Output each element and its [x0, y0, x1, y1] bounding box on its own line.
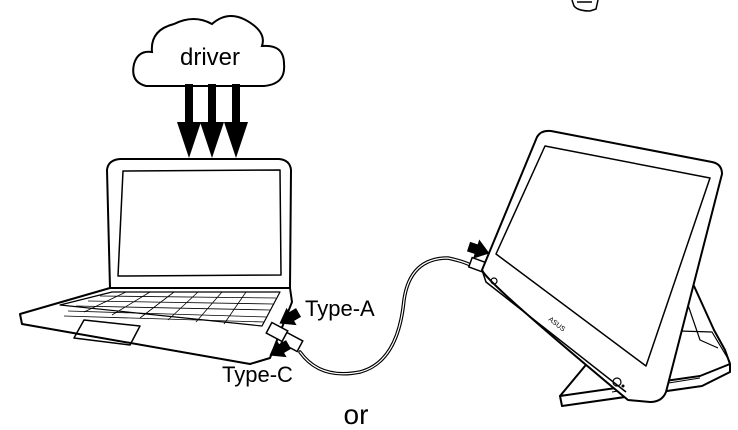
laptop-icon — [19, 158, 293, 365]
type-a-arrow-icon — [279, 307, 302, 326]
usb-cable-inner — [299, 257, 473, 375]
type-c-label: Type-C — [222, 362, 293, 387]
monitor-arrow-icon — [466, 239, 490, 259]
portable-monitor-icon — [481, 129, 731, 407]
download-arrows-icon — [177, 84, 248, 158]
type-c-arrow-icon — [269, 339, 292, 358]
cloud-label: driver — [180, 44, 240, 71]
driver-cloud-icon: driver — [132, 15, 286, 87]
or-label: or — [344, 399, 369, 430]
type-a-label: Type-A — [305, 296, 375, 321]
partial-device-icon — [571, 0, 599, 12]
usb-plug-icon — [265, 321, 304, 353]
